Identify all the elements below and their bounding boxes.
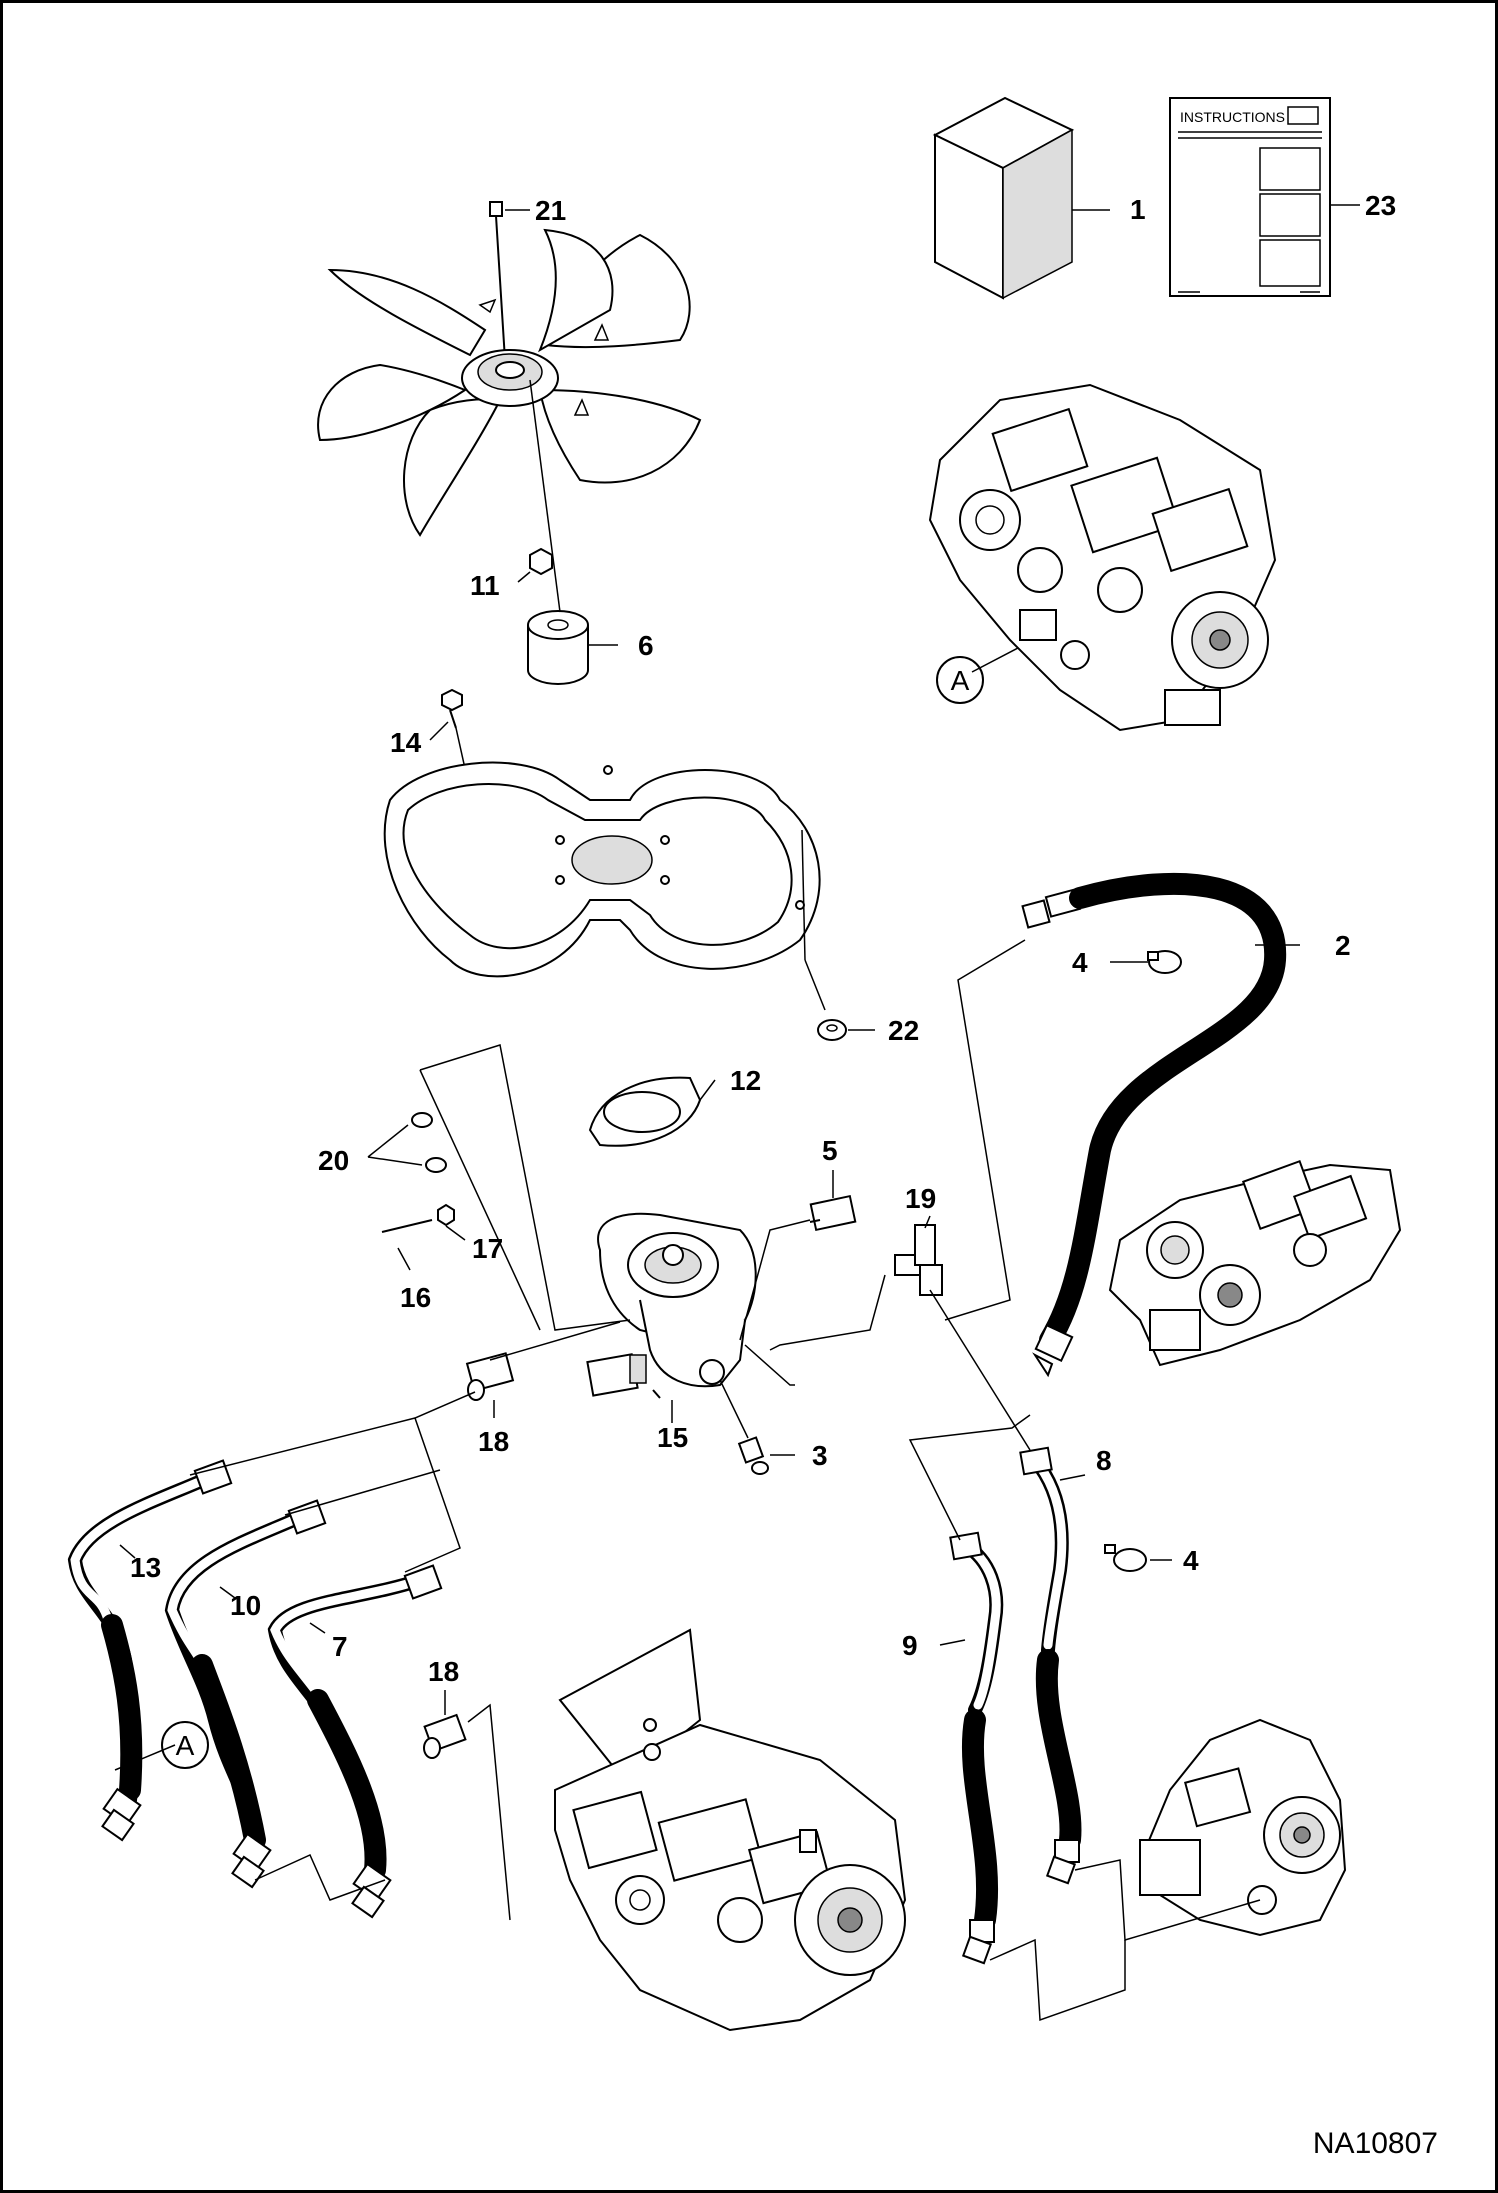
- callout-10: 10: [230, 1590, 261, 1621]
- hose-tube-7: [267, 1564, 443, 1919]
- callout-8: 8: [1096, 1445, 1112, 1476]
- instructions-sheet-illustration: INSTRUCTIONS: [1169, 97, 1331, 297]
- callout-21: 21: [535, 195, 566, 226]
- fan-motor-pump-15: [586, 1212, 757, 1399]
- screw-16: [381, 1219, 433, 1233]
- hose-2: [1021, 872, 1287, 1378]
- callout-4-lower: 4: [1183, 1545, 1199, 1576]
- nut-22: [817, 1019, 847, 1041]
- spacer-6: [527, 610, 589, 685]
- hose-tube-8: [1019, 1446, 1082, 1885]
- callout-2: 2: [1335, 930, 1351, 961]
- callout-23: 23: [1365, 190, 1396, 221]
- hydrostatic-pump-upper-illustration: [928, 383, 1277, 732]
- callout-7: 7: [332, 1631, 348, 1662]
- hose-tube-9: [949, 1531, 1004, 1965]
- callout-4-upper: 4: [1072, 947, 1088, 978]
- hydraulic-motor-lower-right-illustration: [1139, 1718, 1347, 1937]
- callout-5: 5: [822, 1135, 838, 1166]
- instructions-heading: INSTRUCTIONS: [1180, 109, 1285, 125]
- kit-box-illustration: [932, 96, 1075, 300]
- detail-marker-a-lower-label: A: [176, 1730, 195, 1761]
- callout-22: 22: [888, 1015, 919, 1046]
- sender-5: [809, 1194, 857, 1232]
- adapter-18-upper: [465, 1352, 515, 1401]
- drawing-id: NA10807: [1313, 2127, 1438, 2160]
- callout-3: 3: [812, 1440, 828, 1471]
- fitting-3: [737, 1436, 769, 1475]
- callout-6: 6: [638, 630, 654, 661]
- callout-18-lower: 18: [428, 1656, 459, 1687]
- detail-marker-a-upper: A: [936, 656, 984, 704]
- callout-20: 20: [318, 1145, 349, 1176]
- bolt-21: [489, 201, 506, 361]
- callout-18-upper: 18: [478, 1426, 509, 1457]
- nut-11: [529, 547, 553, 576]
- callout-16: 16: [400, 1282, 431, 1313]
- callout-11: 11: [470, 570, 500, 601]
- hose-tube-10: [164, 1499, 327, 1889]
- callout-15: 15: [657, 1422, 688, 1453]
- hose-clamp-4-upper: [1147, 950, 1182, 974]
- callout-17: 17: [472, 1233, 503, 1264]
- callout-12: 12: [730, 1065, 761, 1096]
- nut-17: [437, 1203, 455, 1227]
- detail-marker-a-upper-label: A: [951, 665, 970, 696]
- callout-9: 9: [902, 1630, 918, 1661]
- elbow-fitting-19: [894, 1224, 943, 1296]
- callout-13: 13: [130, 1552, 161, 1583]
- hose-clamp-4-lower: [1104, 1544, 1147, 1572]
- cooling-fan-illustration: [317, 228, 702, 537]
- gasket-12: [588, 1076, 702, 1147]
- fan-shroud-plate-illustration: [383, 761, 821, 978]
- hydraulic-motor-right-illustration: [1108, 1159, 1402, 1367]
- detail-marker-a-lower: A: [161, 1721, 209, 1769]
- callout-19: 19: [905, 1183, 936, 1214]
- hose-tube-13: [67, 1459, 233, 1842]
- adapter-18-lower: [423, 1713, 467, 1759]
- washers-20: [411, 1112, 447, 1173]
- callout-14: 14: [390, 727, 422, 758]
- hydrostatic-pump-lower-illustration: [554, 1628, 907, 2032]
- callout-1: 1: [1130, 194, 1146, 225]
